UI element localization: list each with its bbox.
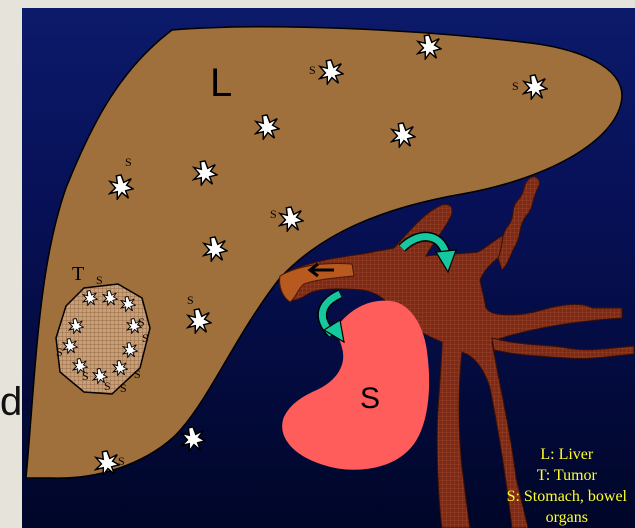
seed-label: S bbox=[512, 79, 519, 93]
slide-edge-text: d bbox=[0, 380, 22, 425]
seed-label: S bbox=[96, 273, 103, 287]
seed-label: S bbox=[270, 207, 277, 221]
stomach-shape bbox=[283, 301, 429, 469]
seed-label: S bbox=[142, 331, 149, 345]
seed-label: S bbox=[187, 293, 194, 307]
stomach-label: S bbox=[360, 382, 380, 415]
diagram-panel: L T S S S S S S S S S S S S S S S L: Liv… bbox=[22, 8, 635, 528]
legend: L: Liver T: Tumor S: Stomach, bowel orga… bbox=[507, 444, 627, 528]
seed-label: S bbox=[125, 155, 132, 169]
seed-label: S bbox=[138, 315, 145, 329]
seed-label: S bbox=[118, 454, 125, 468]
legend-organs: organs bbox=[507, 507, 627, 528]
seed-label: S bbox=[82, 369, 89, 383]
legend-stomach: S: Stomach, bowel bbox=[507, 486, 627, 507]
seed-icon bbox=[182, 427, 205, 451]
seed-label: S bbox=[104, 379, 111, 393]
legend-liver: L: Liver bbox=[507, 444, 627, 465]
seed-label: S bbox=[134, 367, 141, 381]
seed-label: S bbox=[309, 63, 316, 77]
legend-tumor: T: Tumor bbox=[507, 465, 627, 486]
seed-label: S bbox=[120, 381, 127, 395]
liver-label: L bbox=[210, 61, 232, 105]
tumor-label: T bbox=[72, 263, 84, 285]
vessel-branch-upper bbox=[498, 177, 539, 270]
seed-label: S bbox=[56, 345, 63, 359]
vessel-branch-right bbox=[492, 338, 634, 359]
